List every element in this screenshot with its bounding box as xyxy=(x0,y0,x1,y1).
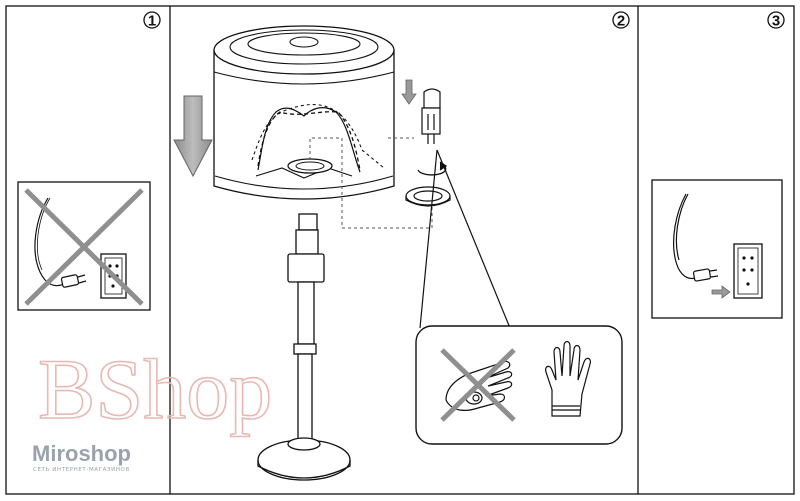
ring-nut-icon xyxy=(406,187,450,206)
lampshade-icon xyxy=(214,26,394,199)
down-arrow-icon xyxy=(174,96,212,176)
step-badge-3: 3 xyxy=(768,12,784,30)
brand-tagline: СЕТЬ ИНТЕРНЕТ-МАГАЗИНОВ xyxy=(33,467,130,473)
callout-leader-lines xyxy=(420,150,510,328)
step-number-2: 2 xyxy=(617,13,625,30)
step3-plug-in-box xyxy=(652,180,782,318)
small-down-arrow-icon xyxy=(402,80,416,104)
watermark: BShop xyxy=(38,341,272,437)
step-badge-2: 2 xyxy=(613,12,629,30)
step-number-3: 3 xyxy=(772,13,780,30)
rotate-arrow-icon xyxy=(418,162,446,175)
bulb-icon xyxy=(422,89,440,144)
brand-logo: Miroshop СЕТЬ ИНТЕРНЕТ-МАГАЗИНОВ xyxy=(32,441,131,473)
callout-box xyxy=(416,326,622,444)
brand-name: Miroshop xyxy=(32,441,131,466)
watermark-text: BShop xyxy=(38,341,272,437)
step1-unplug-box xyxy=(18,182,150,310)
step-number-1: 1 xyxy=(148,13,156,30)
step-badge-1: 1 xyxy=(144,12,160,30)
wall-socket-icon xyxy=(734,244,762,298)
